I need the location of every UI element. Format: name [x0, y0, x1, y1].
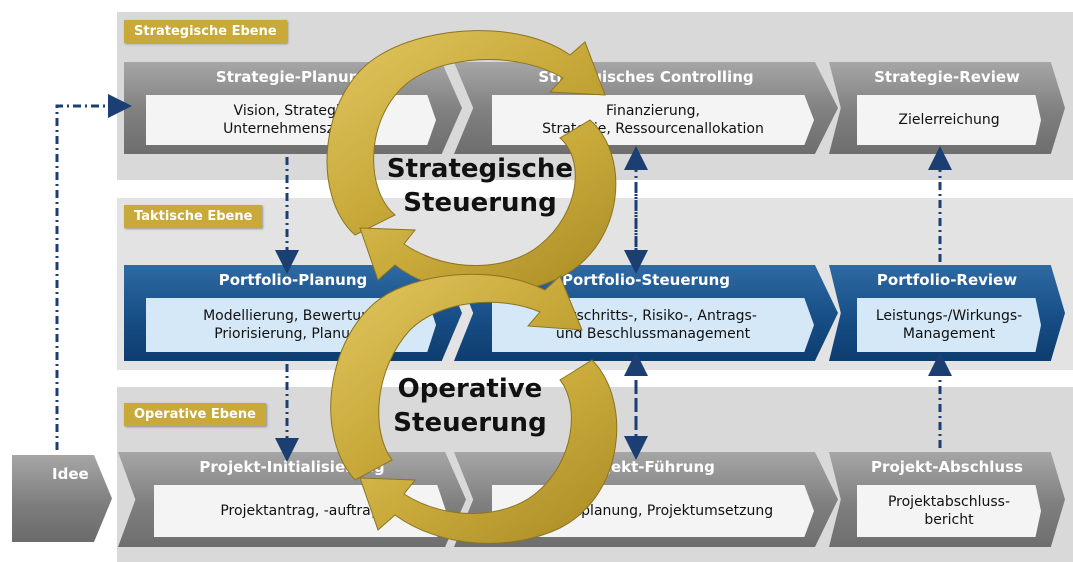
strategie-planung-body: Vision, Strategie Unternehmensziele [146, 95, 436, 145]
strategie-review-body: Zielerreichung [857, 95, 1041, 145]
idee-label: Idee [52, 465, 89, 483]
operative-cycle-arrows [330, 273, 618, 544]
strategie-review-box: Strategie-Review Zielerreichung [829, 62, 1065, 154]
strategisches-controlling-box: Strategisches Controlling Finanzierung, … [454, 62, 838, 154]
idee-to-strategie-connector [55, 94, 132, 450]
strategic-level-label: Strategische Ebene [124, 20, 287, 43]
strategisches-controlling-body: Finanzierung, Strategie, Ressourcenallok… [492, 95, 814, 145]
idee-box: Idee [12, 455, 112, 542]
portfolio-steuerung-title: Portfolio-Steuerung [561, 271, 730, 289]
portfolio-review-body: Leistungs-/Wirkungs- Management [857, 298, 1041, 352]
projekt-abschluss-box: Projekt-Abschluss Projektabschluss- beri… [829, 452, 1065, 547]
portfolio-planung-title: Portfolio-Planung [218, 271, 368, 289]
strategie-review-title: Strategie-Review [874, 68, 1020, 86]
projekt-abschluss-title: Projekt-Abschluss [871, 458, 1023, 476]
strategic-cycle-label: Strategische Steuerung [386, 154, 574, 218]
portfolio-review-title: Portfolio-Review [876, 271, 1018, 289]
projekt-initialisierung-title: Projekt-Initialisierung [199, 458, 385, 476]
strategic-cycle-arrows [326, 30, 617, 294]
portfolio-review-box: Portfolio-Review Leistungs-/Wirkungs- Ma… [829, 265, 1065, 361]
operative-cycle-label: Operative Steuerung [393, 374, 547, 438]
strategie-planung-title: Strategie-Planung [215, 68, 371, 86]
tactical-level-label: Taktische Ebene [124, 205, 263, 228]
operative-level-label: Operative Ebene [124, 403, 266, 426]
projekt-abschluss-body: Projektabschluss- bericht [857, 485, 1041, 537]
